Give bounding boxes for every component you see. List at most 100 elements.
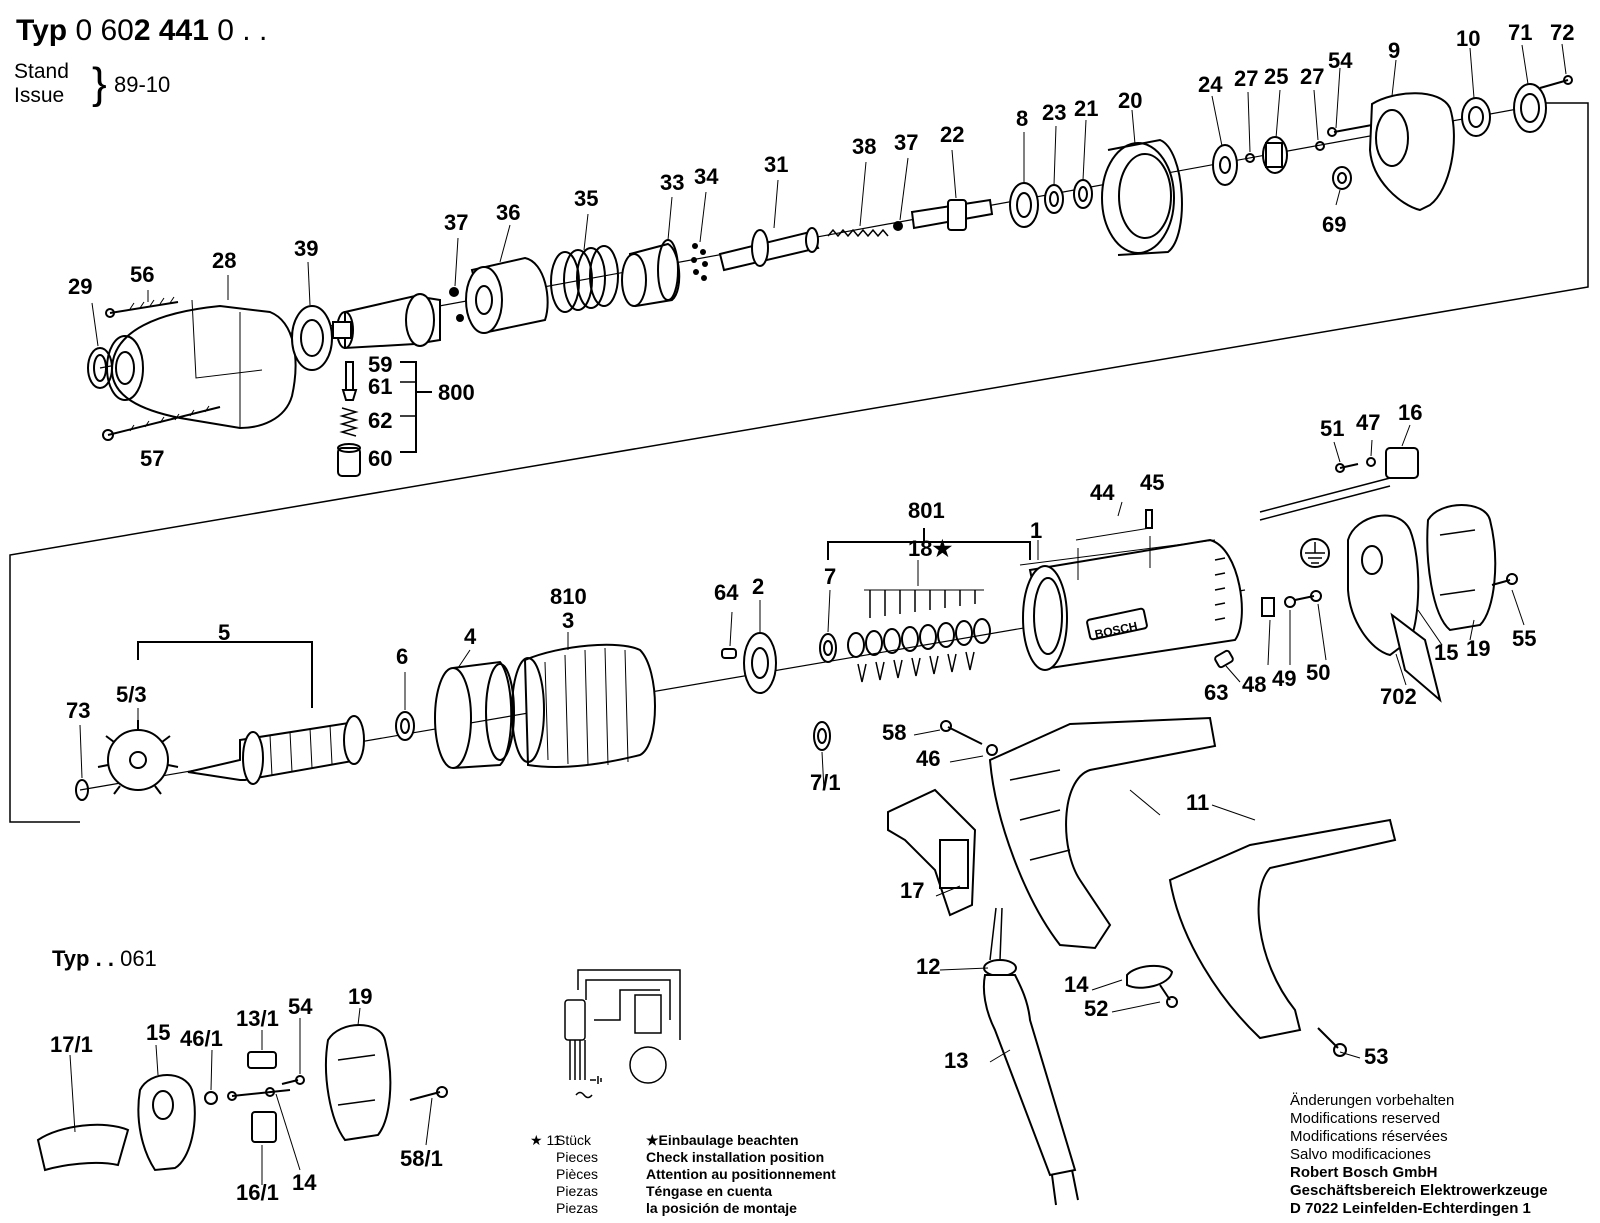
label-46-1: 46/1 [180, 1026, 223, 1051]
part-62-spring [339, 407, 359, 437]
part-63-brush-holder [1214, 649, 1234, 669]
label-29: 29 [68, 274, 92, 299]
part-13-cable-sleeve [982, 974, 1079, 1206]
part-24-gear [1212, 144, 1238, 186]
label-19-b: 19 [348, 984, 372, 1009]
label-35: 35 [574, 186, 598, 211]
label-7: 7 [824, 564, 836, 589]
part-35-spring [550, 245, 619, 313]
unit-en: Pieces [556, 1149, 599, 1165]
label-16-1: 16/1 [236, 1180, 279, 1205]
label-71: 71 [1508, 20, 1532, 45]
variant-typ-word: Typ [52, 946, 90, 971]
label-10: 10 [1456, 26, 1480, 51]
label-12: 12 [916, 954, 940, 979]
label-54: 54 [1328, 48, 1353, 73]
label-47: 47 [1356, 410, 1380, 435]
part-47-washer [1366, 457, 1376, 467]
label-57: 57 [140, 446, 164, 471]
part-73-ring [75, 779, 89, 801]
part-23-ring [1044, 184, 1064, 214]
label-64: 64 [714, 580, 739, 605]
label-53: 53 [1364, 1044, 1388, 1069]
footnote-note-es2: la posición de montaje [646, 1200, 797, 1216]
part-22-shaft [910, 198, 994, 231]
label-73: 73 [66, 698, 90, 723]
unit-es1: Piezas [556, 1183, 599, 1199]
label-34: 34 [694, 164, 719, 189]
unit-fr: Pièces [556, 1166, 599, 1182]
label-702: 702 [1380, 684, 1417, 709]
part-2-ring [743, 632, 777, 694]
curly-brace: } [92, 59, 107, 108]
bracket-800 [400, 361, 417, 453]
part-72-screw [1539, 75, 1573, 89]
label-59: 59 [368, 352, 392, 377]
typ-number-part2: 2 441 [133, 14, 209, 47]
company-address: D 7022 Leinfelden-Echterdingen 1 [1290, 1200, 1531, 1217]
part-labels: 29 56 28 39 57 59 61 62 60 800 37 36 35 … [50, 20, 1574, 1205]
part-45-screw [1145, 509, 1153, 529]
footnote-star-count: ★ 11 [530, 1132, 561, 1148]
label-23: 23 [1042, 100, 1066, 125]
type-number: Typ 0 602 441 0 . . [16, 14, 267, 48]
label-24: 24 [1198, 72, 1223, 97]
footnote-units: Stück Pieces Pièces Piezas Piezas [556, 1132, 598, 1217]
variant-dots: . . [95, 946, 114, 971]
label-14: 14 [1064, 972, 1089, 997]
part-33-cam [621, 239, 681, 308]
label-19: 19 [1466, 636, 1490, 661]
stand-label: Stand [14, 60, 69, 83]
label-18: 18★ [908, 536, 952, 561]
part-18-brush-contacts [847, 589, 991, 683]
label-5-3: 5/3 [116, 682, 147, 707]
label-2: 2 [752, 574, 764, 599]
stand-issue-label: Stand Issue [14, 60, 69, 108]
note-de: Änderungen vorbehalten [1290, 1092, 1455, 1109]
part-5-armature [187, 715, 365, 785]
label-37-b: 37 [894, 130, 918, 155]
label-14-b: 14 [292, 1170, 317, 1195]
label-72: 72 [1550, 20, 1574, 45]
part-7-1-ring [813, 721, 831, 751]
label-48: 48 [1242, 672, 1266, 697]
part-17-switch [887, 788, 977, 917]
label-3: 3 [562, 608, 574, 633]
label-7-1: 7/1 [810, 770, 841, 795]
part-36-clutch [465, 256, 549, 334]
footnote-note-en: Check installation position [646, 1149, 825, 1165]
part-48-clip [1261, 597, 1275, 617]
part-702-cover [1347, 514, 1442, 703]
part-46-1-washer [204, 1091, 218, 1105]
label-37: 37 [444, 210, 468, 235]
label-44: 44 [1090, 480, 1115, 505]
part-1-motor-housing [1022, 538, 1243, 671]
label-8: 8 [1016, 106, 1028, 131]
part-54-screw [1327, 124, 1373, 137]
part-25-pinion [1262, 136, 1288, 174]
variant-type: Typ . . 061 [52, 946, 157, 972]
bracket-801 [827, 541, 1031, 560]
part-61-pin [341, 361, 358, 401]
part-44-plate [1075, 527, 1151, 580]
part-37-ball-2 [893, 221, 903, 231]
part-11-handle-half-2 [1168, 818, 1397, 1040]
label-22: 22 [940, 122, 964, 147]
label-52: 52 [1084, 996, 1108, 1021]
part-9-bearing-flange [1368, 92, 1455, 212]
part-19-end-cap [1426, 504, 1497, 632]
label-51: 51 [1320, 416, 1344, 441]
label-20: 20 [1118, 88, 1142, 113]
label-11: 11 [1186, 790, 1209, 815]
leader-lines [69, 43, 1567, 1185]
unit-es2: Piezas [556, 1200, 599, 1216]
note-fr: Modifications réservées [1290, 1128, 1448, 1145]
label-46: 46 [916, 746, 940, 771]
part-11-handle-half [988, 716, 1217, 950]
unit-de: Stück [556, 1132, 592, 1148]
part-54-screw-small [281, 1075, 305, 1085]
label-36: 36 [496, 200, 520, 225]
label-39: 39 [294, 236, 318, 261]
label-38: 38 [852, 134, 876, 159]
